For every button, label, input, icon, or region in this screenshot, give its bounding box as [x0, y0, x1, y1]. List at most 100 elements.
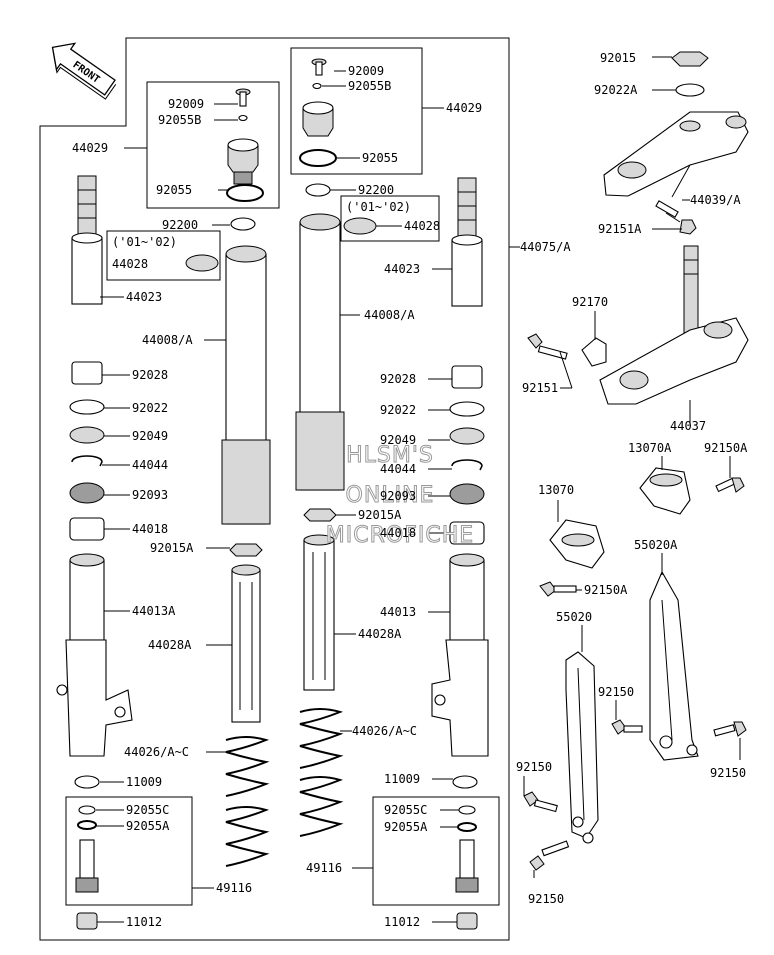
label-92022-left: 92022: [132, 401, 168, 415]
label-49116-left: 49116: [216, 881, 252, 895]
bolt-92151: [527, 333, 568, 360]
label-44028A-right: 44028A: [358, 627, 402, 641]
bracket-13070: [549, 519, 605, 569]
label-92055C-right: 92055C: [384, 803, 427, 817]
label-92151: 92151: [522, 381, 558, 395]
watermark: HLSM'S ONLINE MICROFICHE: [325, 443, 474, 549]
label-92015A-right: 92015A: [358, 508, 402, 522]
label-92022-right: 92022: [380, 403, 416, 417]
o-ring-92055B-left: [238, 114, 248, 122]
label-92009-left: 92009: [168, 97, 204, 111]
label-92015A-left: 92015A: [150, 541, 194, 555]
label-92055A-left: 92055A: [126, 819, 170, 833]
right-bottom-group-box: [372, 796, 500, 906]
watermark-line-1: HLSM'S: [346, 443, 434, 468]
label-92028-right: 92028: [380, 372, 416, 386]
label-44029-left: 44029: [72, 141, 108, 155]
label-92055-left: 92055: [156, 183, 192, 197]
plug-11012-right: [456, 912, 478, 930]
cap-bolt-44029-right: [302, 101, 334, 137]
label-55020A: 55020A: [634, 538, 678, 552]
label-92150A-mid: 92150A: [584, 583, 628, 597]
spring-44026-right: [299, 708, 344, 837]
label-44028-right: 44028: [404, 219, 440, 233]
label-92170: 92170: [572, 295, 608, 309]
label-44044-right: 44044: [380, 462, 416, 476]
bracket-13070A: [639, 467, 691, 515]
label-92009-right: 92009: [348, 64, 384, 78]
cap-bolt-44029-left: [227, 138, 259, 185]
label-44008A-right: 44008/A: [364, 308, 415, 322]
label-44044-left: 44044: [132, 458, 168, 472]
o-ring-92055-left: [226, 184, 264, 202]
label-44028A-left: 44028A: [148, 638, 192, 652]
o-ring-92055B-right: [312, 82, 322, 90]
outer-tube-44008A-left: [221, 245, 271, 525]
washer-92200-left: [230, 217, 256, 231]
bolt-92150-left: [523, 791, 558, 813]
right-year-group-box: [340, 195, 440, 242]
label-55020: 55020: [556, 610, 592, 624]
right-cap-group-box: [290, 47, 423, 175]
washer-92022A: [675, 83, 705, 97]
oil-seal-92049-left: [69, 426, 105, 444]
label-44023-right: 44023: [384, 262, 420, 276]
label-92022A: 92022A: [594, 83, 638, 97]
label-92151A: 92151A: [598, 222, 642, 236]
label-92055A-right: 92055A: [384, 820, 428, 834]
label-92015: 92015: [600, 51, 636, 65]
watermark-line-2: ONLINE: [346, 483, 435, 508]
washer-11009-left: [74, 775, 100, 789]
label-92150-mid: 92150: [598, 685, 634, 699]
label-44008A-left: 44008/A: [142, 333, 193, 347]
o-ring-92055C-right: [458, 805, 476, 815]
plug-11012-left: [76, 912, 98, 930]
collar-44028-left: [185, 254, 219, 272]
label-11009-left: 11009: [126, 775, 162, 789]
label-92200-right: 92200: [358, 183, 394, 197]
valve-49116-left: [75, 839, 99, 893]
label-44039A: 44039/A: [690, 193, 741, 207]
oil-seal-92049-right: [449, 427, 485, 445]
label-92028-left: 92028: [132, 368, 168, 382]
outer-tube-44013-right: [431, 553, 489, 757]
label-44013-right: 44013: [380, 605, 416, 619]
label-44018-left: 44018: [132, 522, 168, 536]
label-44028-left: 44028: [112, 257, 148, 271]
label-44023-left: 44023: [126, 290, 162, 304]
upper-clamp-44039A: [603, 111, 749, 197]
label-49116-right: 49116: [306, 861, 342, 875]
fork-guard-55020A: [649, 570, 699, 761]
fork-assembly-frame: [39, 37, 510, 941]
bolt-92150-bottom: [529, 840, 570, 871]
front-arrow-icon: FRONT: [51, 42, 117, 100]
bolt-92150A-top: [715, 477, 745, 493]
label-44018-right: 44018: [380, 526, 416, 540]
bolt-92150-mid: [611, 719, 643, 735]
dust-seal-92093-left: [69, 482, 105, 504]
o-ring-92055A-right: [457, 822, 477, 832]
label-92150-left: 92150: [516, 760, 552, 774]
left-year-group-box: [106, 230, 221, 281]
label-44026-right: 44026/A~C: [352, 724, 417, 738]
leader-lines: [96, 56, 741, 923]
valve-49116-right: [455, 839, 479, 893]
collar-44028-right: [343, 217, 377, 235]
o-ring-92055A-left: [77, 820, 97, 830]
watermark-line-3: MICROFICHE: [326, 523, 474, 548]
label-92049-left: 92049: [132, 429, 168, 443]
label-92055-right: 92055: [362, 151, 398, 165]
o-ring-92055C-left: [78, 805, 96, 815]
dust-seal-92093-right: [449, 483, 485, 505]
bolt-92151A: [655, 200, 697, 235]
screw-92009-left: [235, 88, 251, 107]
outer-tube-44013A-left: [56, 553, 133, 757]
damper-rod-44028A-left: [231, 564, 261, 723]
label-44026-left: 44026/A~C: [124, 745, 189, 759]
cable-guide-92170: [581, 337, 607, 367]
bolt-92150-right: [713, 721, 747, 737]
label-year-left: ('01~'02): [112, 235, 177, 249]
label-92150-right: 92150: [710, 766, 746, 780]
label-92150A-top: 92150A: [704, 441, 748, 455]
